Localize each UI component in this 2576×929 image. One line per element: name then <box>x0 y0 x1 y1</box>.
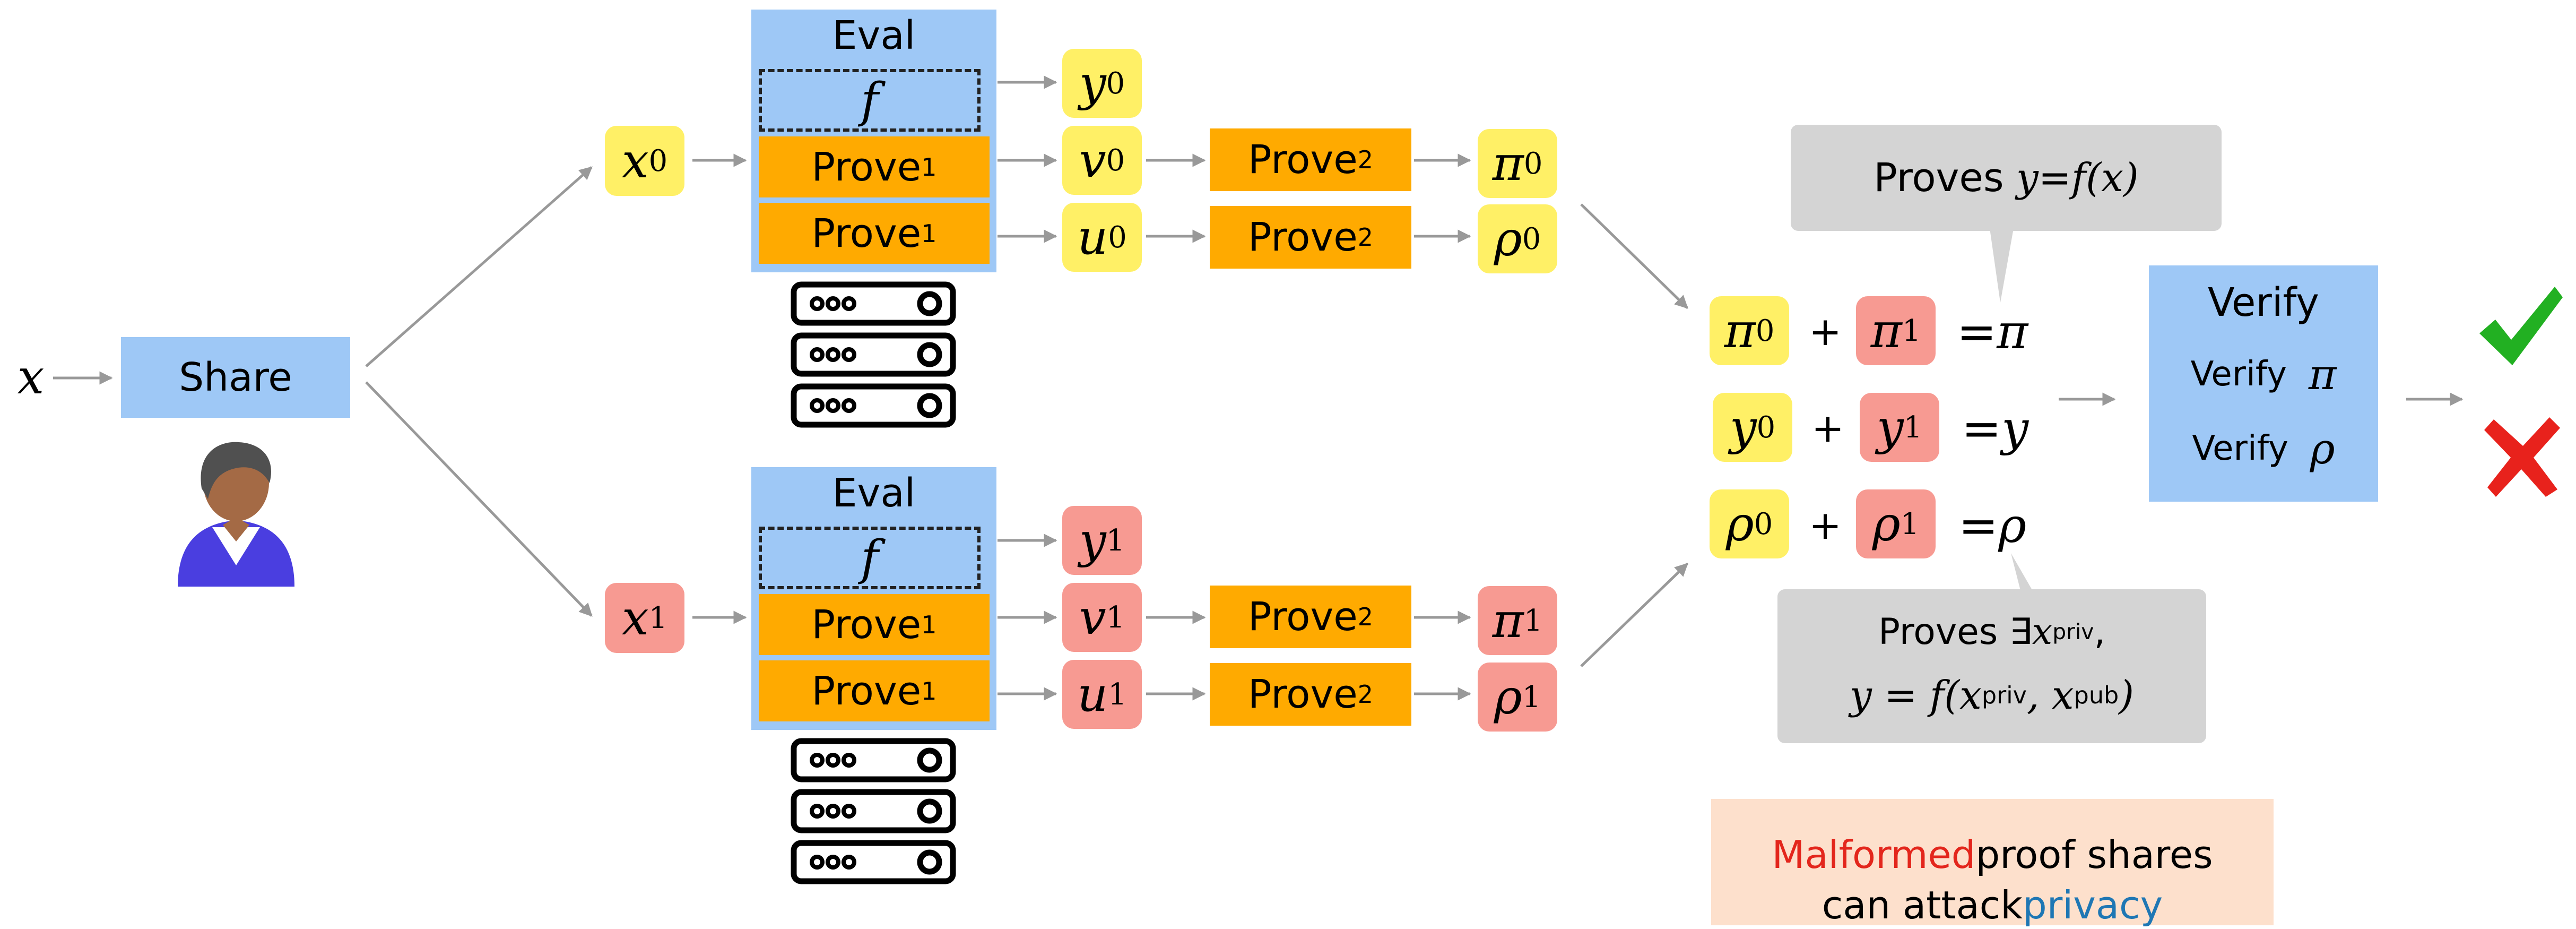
arrow-party0-combine <box>1580 203 1688 309</box>
combine-result-y: = y <box>1961 400 2029 457</box>
callout-top-text: Proves y = f(x) <box>1874 155 2139 201</box>
plus-sign-y: + <box>1811 406 1844 451</box>
note-line2: can attack privacy <box>1822 883 2163 927</box>
arrow-share-x1 <box>365 381 593 617</box>
func-f-party0: f <box>759 69 981 132</box>
combine-result-rho: = ρ <box>1958 497 2027 554</box>
server-icon-party0 <box>791 281 956 428</box>
input-x: x <box>17 349 45 405</box>
plus-sign-rho: + <box>1808 503 1842 548</box>
combine-result-pi: = π <box>1956 304 2028 360</box>
plus-sign-pi: + <box>1808 309 1842 355</box>
server-icon-party1 <box>791 738 956 884</box>
share-box: Share <box>121 337 350 418</box>
verify-title: Verify <box>2208 280 2319 325</box>
callout-bottom-bubble <box>1777 553 2206 743</box>
check-icon <box>2479 287 2563 365</box>
func-f-party1: f <box>759 527 981 589</box>
cross-icon <box>2484 417 2560 497</box>
note-box <box>1711 799 2274 925</box>
eval-label-party1: Eval <box>832 470 916 516</box>
verify-box <box>2149 265 2378 502</box>
user-icon <box>178 442 294 587</box>
verify-rho-line: Verify ρ <box>2192 424 2335 474</box>
verify-pi-line: Verify π <box>2190 349 2337 399</box>
callout-top-bubble <box>1791 125 2222 303</box>
eval-label-party0: Eval <box>832 13 916 58</box>
arrow-share-x0 <box>365 166 593 367</box>
note-line1: Malformed proof shares <box>1772 832 2213 877</box>
arrow-party1-combine <box>1580 563 1688 667</box>
